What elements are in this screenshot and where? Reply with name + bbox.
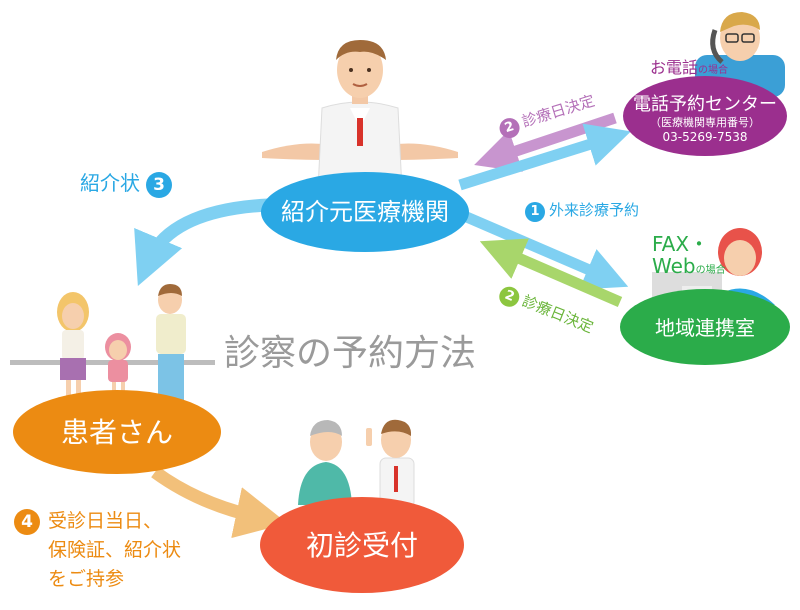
step-1-badge: 1 (525, 202, 545, 222)
patient-family-illustration (10, 284, 215, 402)
call-center-note: （医療機関専用番号） (650, 116, 760, 129)
arrow-referrer-to-patient (134, 198, 269, 286)
fax-tag-suffix: の場合 (695, 265, 726, 276)
arrow-patient-to-reception (151, 466, 288, 539)
step-4-line-3: をご持参 (48, 568, 125, 590)
liaison-node (620, 289, 790, 365)
patient-label: 患者さん (60, 416, 174, 449)
fax-tag-line1: FAX・ (652, 232, 710, 256)
step-3-text: 紹介状 (80, 171, 140, 195)
diagram-title: 診察の予約方法 (224, 333, 477, 374)
fax-tag-line2: Webの場合 (652, 256, 726, 276)
reception-illustration (298, 419, 415, 509)
step-4-badge: 4 (14, 509, 40, 535)
fax-tag-main: Web (652, 254, 696, 278)
arrow-referrer-to-call-center (458, 123, 631, 191)
phone-tag: お電話の場合 (650, 60, 728, 76)
phone-tag-suffix: の場合 (698, 65, 729, 76)
step-4-line-1: 受診日当日、 (48, 510, 163, 532)
step-4-line-2: 保険証、紹介状 (48, 539, 182, 561)
liaison-label: 地域連携室 (655, 316, 755, 340)
arrow-liaison-to-referrer (479, 238, 623, 308)
step-1-text: 外来診療予約 (549, 201, 640, 219)
referrer-node (261, 172, 469, 252)
call-center-node (623, 76, 787, 156)
phone-tag-main: お電話 (650, 58, 699, 77)
arrow-referrer-to-liaison (459, 209, 629, 290)
referrer-label: 紹介元医療機関 (281, 198, 449, 226)
doctor-illustration (262, 40, 458, 191)
call-center-name: 電話予約センター (633, 94, 777, 115)
reception-label: 初診受付 (305, 529, 419, 562)
step-3-badge: 3 (146, 172, 172, 198)
call-center-phone: 03-5269-7538 (662, 130, 748, 144)
reception-node (260, 497, 464, 593)
patient-node (13, 390, 221, 474)
